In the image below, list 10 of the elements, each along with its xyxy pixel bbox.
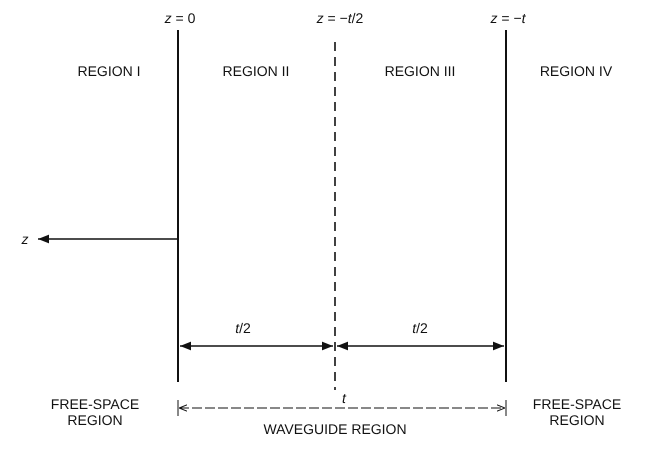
region-label: FREE-SPACE REGION [50, 396, 140, 428]
region-label: REGION II [222, 63, 290, 79]
region-label: WAVEGUIDE REGION [262, 421, 408, 437]
region-label: FREE-SPACE REGION [532, 396, 622, 428]
coordinate-label: z = −t/2 [316, 10, 364, 26]
coordinate-label: z = −t [489, 10, 527, 26]
region-label: REGION I [76, 63, 142, 79]
coordinate-label: z = 0 [164, 10, 196, 26]
region-label: REGION IV [538, 63, 614, 79]
region-label: REGION III [384, 63, 456, 79]
